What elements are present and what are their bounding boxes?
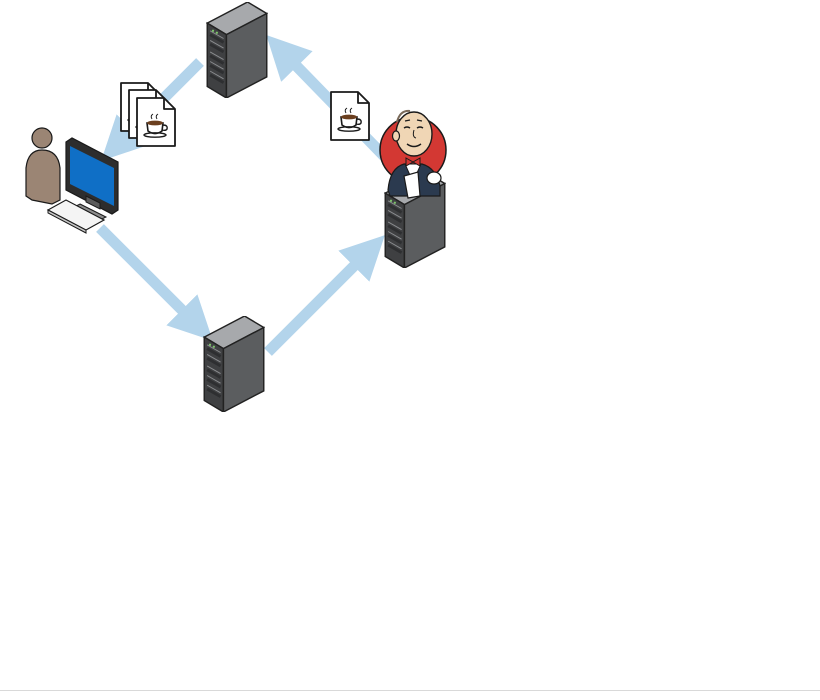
bottom-server bbox=[204, 316, 264, 412]
developer-workstation bbox=[26, 128, 118, 233]
java-artifact-icon bbox=[137, 98, 175, 146]
jenkins-server bbox=[380, 111, 446, 268]
java-artifact-single bbox=[331, 92, 369, 140]
bottom-divider bbox=[0, 690, 820, 691]
server-icon bbox=[207, 2, 267, 98]
server-icon bbox=[204, 316, 264, 412]
top-server bbox=[207, 2, 267, 98]
arrow-workstation-to-bottom-server bbox=[100, 228, 202, 330]
java-artifact-icon bbox=[331, 92, 369, 140]
jenkins-butler-icon bbox=[380, 111, 446, 198]
arrow-bottom-server-to-jenkins bbox=[268, 246, 374, 352]
user-icon bbox=[26, 128, 60, 204]
